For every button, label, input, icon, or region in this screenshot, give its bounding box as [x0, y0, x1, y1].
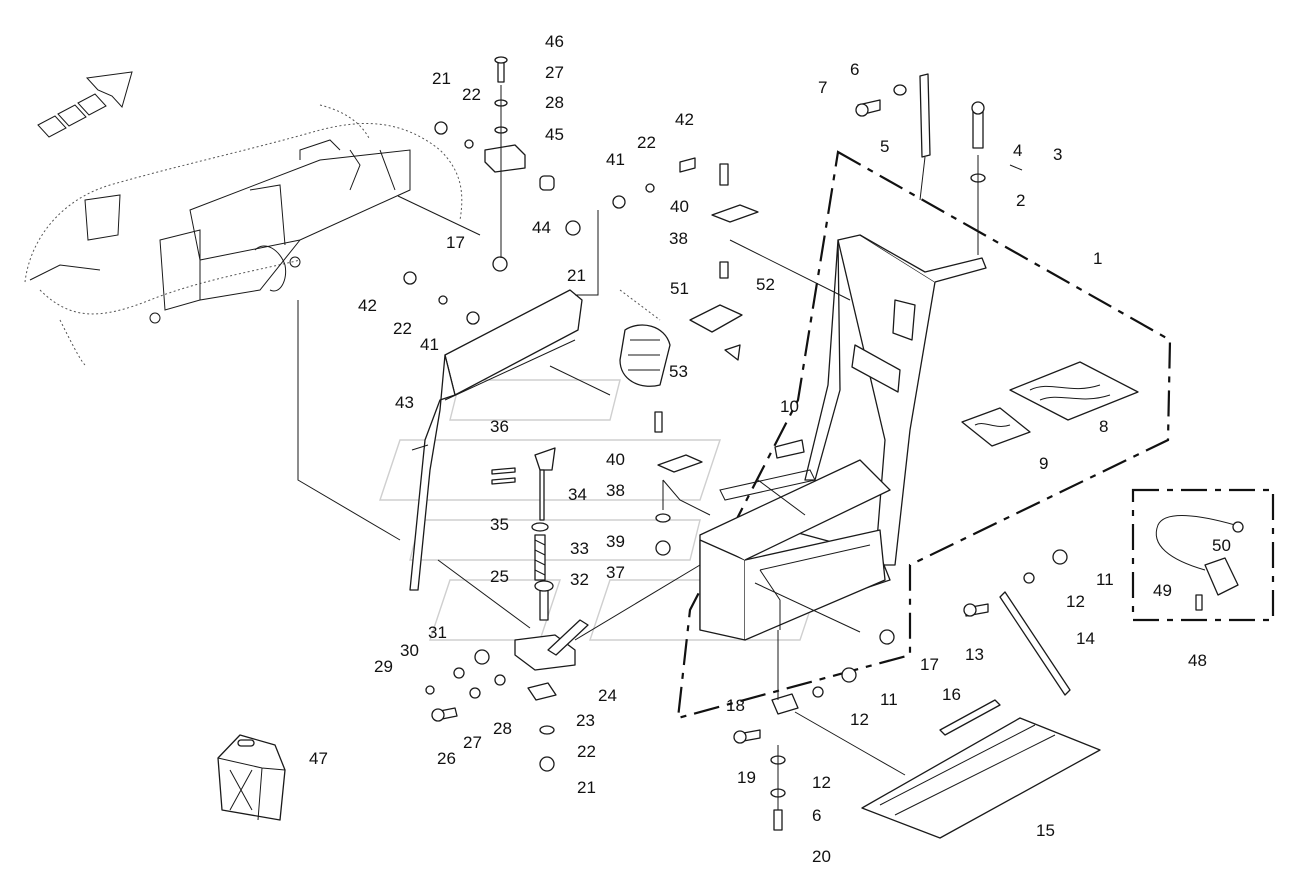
- callout-2: 2: [1016, 191, 1025, 210]
- callout-21: 21: [577, 778, 596, 797]
- callout-53: 53: [669, 362, 688, 381]
- callout-20: 20: [812, 847, 831, 866]
- wiring-kit: [1155, 515, 1244, 611]
- callout-11: 11: [880, 690, 898, 709]
- callout-40: 40: [606, 450, 625, 469]
- decal-stickers: [774, 361, 1139, 459]
- callout-39: 39: [606, 532, 625, 551]
- leader-lines: [297, 195, 861, 641]
- callout-35: 35: [490, 515, 509, 534]
- callout-28: 28: [545, 93, 564, 112]
- callout-33: 33: [570, 539, 589, 558]
- callout-50: 50: [1212, 536, 1231, 555]
- callout-19: 19: [737, 768, 756, 787]
- assembly-outline: [676, 150, 1172, 720]
- callout-26: 26: [437, 749, 456, 768]
- callout-42: 42: [358, 296, 377, 315]
- callout-18: 18: [726, 696, 745, 715]
- callout-44: 44: [532, 218, 551, 237]
- callout-32: 32: [570, 570, 589, 589]
- callout-38: 38: [669, 229, 688, 248]
- callout-25: 25: [490, 567, 509, 586]
- callout-8: 8: [1099, 417, 1108, 436]
- callout-42: 42: [675, 110, 694, 129]
- upper-left-bracket: [434, 56, 555, 272]
- callout-52: 52: [756, 275, 775, 294]
- callout-27: 27: [463, 733, 482, 752]
- callout-51: 51: [670, 279, 689, 298]
- callout-28: 28: [493, 719, 512, 738]
- callout-6: 6: [812, 806, 821, 825]
- lower-right-hardware: [733, 549, 1101, 839]
- callout-29: 29: [374, 657, 393, 676]
- direction-arrow-icon: [37, 71, 133, 138]
- callout-11: 11: [1096, 570, 1114, 589]
- callout-41: 41: [420, 335, 439, 354]
- callout-6: 6: [850, 60, 859, 79]
- callout-21: 21: [432, 69, 451, 88]
- callout-1: 1: [1093, 249, 1102, 268]
- callout-41: 41: [606, 150, 625, 169]
- callout-22: 22: [637, 133, 656, 152]
- callout-48: 48: [1188, 651, 1207, 670]
- callout-22: 22: [393, 319, 412, 338]
- callout-5: 5: [880, 137, 889, 156]
- callout-12: 12: [812, 773, 831, 792]
- callout-15: 15: [1036, 821, 1055, 840]
- callout-4: 4: [1013, 141, 1022, 160]
- callout-21: 21: [567, 266, 586, 285]
- callout-14: 14: [1076, 629, 1095, 648]
- callout-31: 31: [428, 623, 447, 642]
- callout-3: 3: [1053, 145, 1062, 164]
- storage-box-frame: [699, 234, 987, 641]
- callout-30: 30: [400, 641, 419, 660]
- callout-12: 12: [1066, 592, 1085, 611]
- side-panel: [409, 289, 743, 591]
- callout-45: 45: [545, 125, 564, 144]
- latch-assembly: [425, 447, 589, 772]
- callout-47: 47: [309, 749, 328, 768]
- callout-46: 46: [545, 32, 564, 51]
- callout-24: 24: [598, 686, 617, 705]
- callout-22: 22: [462, 85, 481, 104]
- callout-17: 17: [446, 233, 465, 252]
- callout-22: 22: [577, 742, 596, 761]
- callout-49: 49: [1153, 581, 1172, 600]
- callout-7: 7: [818, 78, 827, 97]
- callout-40: 40: [670, 197, 689, 216]
- callout-17: 17: [920, 655, 939, 674]
- callout-36: 36: [490, 417, 509, 436]
- callout-10: 10: [780, 397, 799, 416]
- callout-34: 34: [568, 485, 587, 504]
- wiring-kit-outline: [1131, 488, 1275, 622]
- callout-37: 37: [606, 563, 625, 582]
- tractor-frame: [24, 104, 463, 366]
- callout-12: 12: [850, 710, 869, 729]
- upper-right-hardware: [855, 73, 1023, 255]
- callout-43: 43: [395, 393, 414, 412]
- fluid-container: [217, 734, 286, 821]
- upper-middle-hardware: [403, 157, 759, 556]
- callout-38: 38: [606, 481, 625, 500]
- callout-9: 9: [1039, 454, 1048, 473]
- callout-13: 13: [965, 645, 984, 664]
- callout-16: 16: [942, 685, 961, 704]
- callout-23: 23: [576, 711, 595, 730]
- callout-27: 27: [545, 63, 564, 82]
